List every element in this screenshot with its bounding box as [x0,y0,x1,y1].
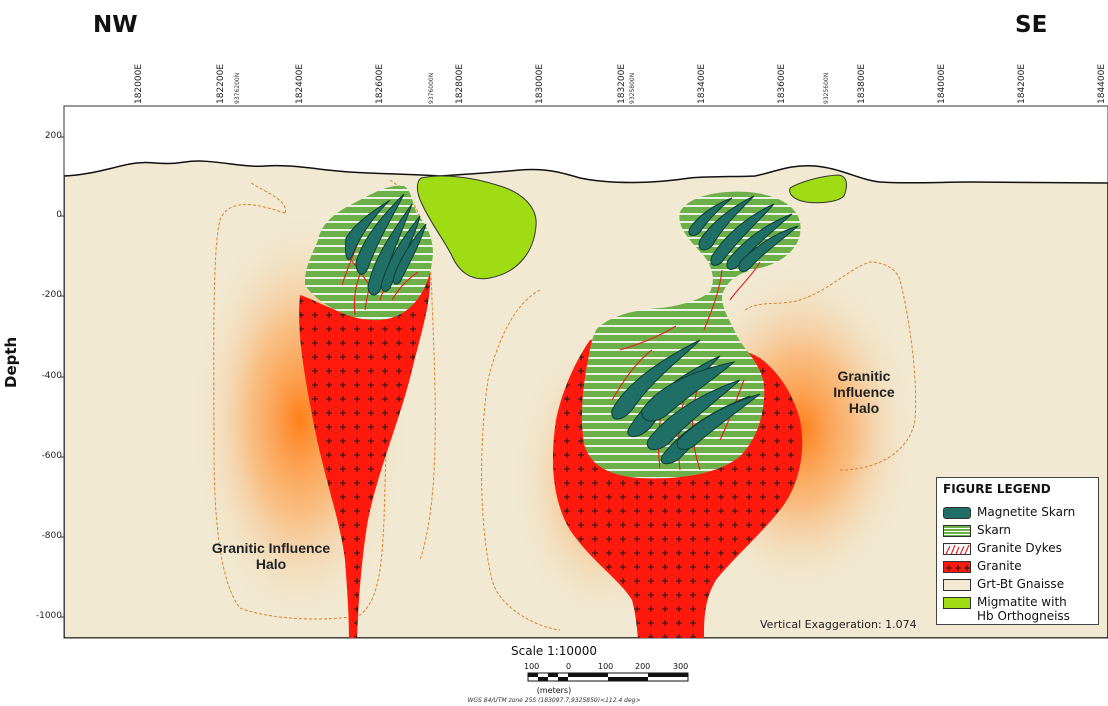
scale-tick-label: 100 [598,662,613,671]
right-halo-label-line1: Granitic [826,368,902,384]
legend-label: Magnetite Skarn [977,505,1075,520]
right-halo-label: Granitic Influence Halo [826,368,902,416]
scale-units: (meters) [0,686,1108,695]
depth-tick-label: -400 [18,371,62,381]
legend-label: Granite Dykes [977,541,1062,556]
depth-tick-label: 200 [18,131,62,141]
scale-tick-label: 100 [524,662,539,671]
depth-tick-label: 0 [18,210,62,220]
scale-tick-label: 300 [673,662,688,671]
legend-label: Grt-Bt Gnaisse [977,577,1064,592]
right-halo-label-line3: Halo [826,400,902,416]
left-halo-label-line2: Halo [206,556,336,572]
magnetite-skarn-swatch [943,507,971,519]
granite-swatch [943,561,971,573]
legend-label-line2: Hb Orthogneiss [977,609,1070,624]
projection-note: WGS 84/UTM zone 25S (183097.7,9325850)<1… [0,697,1108,704]
depth-tick-label: -1000 [18,611,62,621]
migmatite-swatch [943,597,971,609]
scale-tick-label: 200 [635,662,650,671]
granite-dykes-swatch [943,543,971,555]
depth-tick-label: -800 [18,531,62,541]
depth-tick-label: -600 [18,451,62,461]
skarn-swatch [943,525,971,537]
legend-label: Granite [977,559,1022,574]
legend-label: Migmatite with [977,595,1067,610]
scale-title: Scale 1:10000 [0,644,1108,658]
gneiss-swatch [943,579,971,591]
left-halo-label: Granitic Influence Halo [206,540,336,572]
scale-tick-label: 0 [566,662,571,671]
scale-bar [524,672,694,684]
left-halo-label-line1: Granitic Influence [206,540,336,556]
vertical-exaggeration-note: Vertical Exaggeration: 1.074 [760,618,917,631]
legend-title: FIGURE LEGEND [943,482,1051,496]
right-halo-label-line2: Influence [826,384,902,400]
legend-label: Skarn [977,523,1011,538]
figure-legend: FIGURE LEGEND Magnetite Skarn Skarn Gran… [936,477,1099,625]
depth-tick-label: -200 [18,290,62,300]
